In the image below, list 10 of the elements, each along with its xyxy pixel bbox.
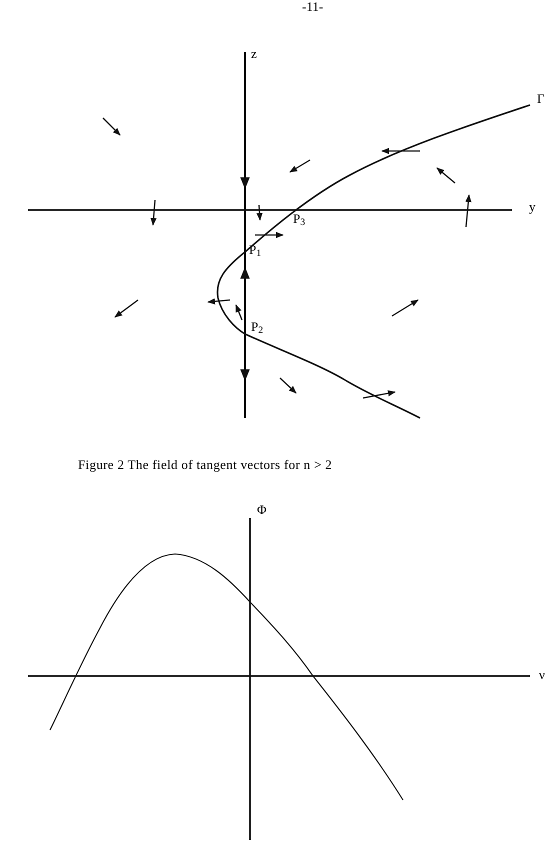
axis-label: y xyxy=(529,200,536,213)
figure-caption: Figure 2 The field of tangent vectors for n > 2 xyxy=(78,456,332,474)
axis-label: Φ xyxy=(257,503,267,516)
point-label: P$_{3}$ xyxy=(293,212,306,225)
point-label: P$_{1}$ xyxy=(249,243,262,256)
point-label: P$_{2}$ xyxy=(251,320,264,333)
axis-label: z xyxy=(251,47,257,60)
axis-label: ν xyxy=(539,668,545,681)
curve-label: Γ xyxy=(537,92,545,105)
page-number: -11- xyxy=(302,0,324,13)
